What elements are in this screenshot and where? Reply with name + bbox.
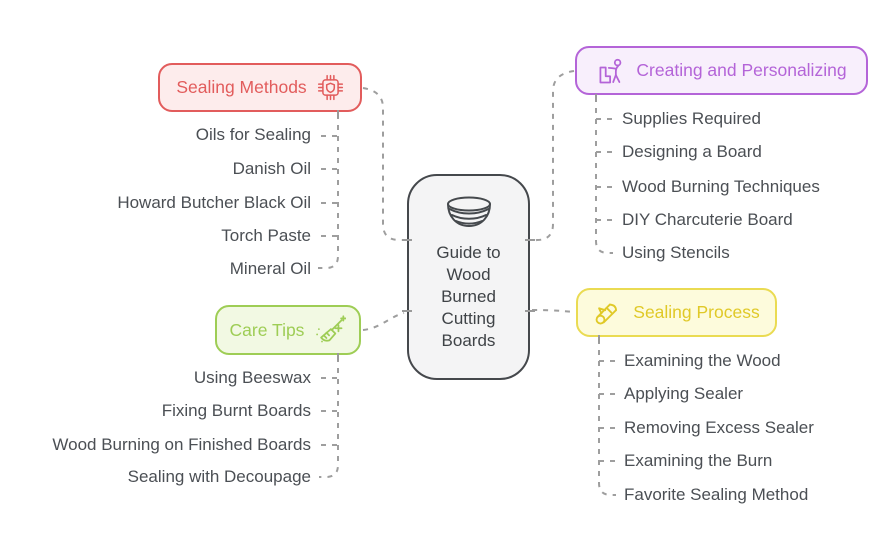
branch-node-sealing-process[interactable]: Sealing Process	[576, 288, 777, 337]
child-topic[interactable]: Oils for Sealing	[195, 125, 311, 144]
child-topic[interactable]: DIY Charcuterie Board	[622, 210, 793, 229]
branch-node-creating-and-personalizing[interactable]: Creating and Personalizing	[575, 46, 868, 95]
connector-sealing-methods-center	[362, 87, 404, 241]
child-topic[interactable]: Examining the Burn	[624, 451, 773, 470]
central-topic-node[interactable]: Guide to Wood Burned Cutting Boards	[407, 174, 530, 380]
child-topic[interactable]: Using Beeswax	[193, 368, 311, 387]
child-topic[interactable]: Favorite Sealing Method	[624, 485, 809, 504]
trunk-care-tips	[319, 357, 339, 478]
person-crafting-icon	[599, 58, 622, 83]
central-topic-title: Guide to Wood Burned Cutting Boards	[436, 243, 501, 350]
branch-node-care-tips[interactable]: Care Tips	[215, 305, 361, 355]
child-topic[interactable]: Danish Oil	[232, 159, 311, 178]
child-topic[interactable]: Examining the Wood	[624, 351, 781, 370]
branch-label: Sealing Methods	[176, 77, 307, 97]
child-topic[interactable]: Mineral Oil	[229, 259, 311, 278]
branch-label: Care Tips	[229, 319, 305, 340]
child-topic[interactable]: Howard Butcher Black Oil	[117, 193, 311, 212]
branch-label: Creating and Personalizing	[636, 60, 847, 80]
chip-shield-icon	[317, 74, 343, 101]
child-topic[interactable]: Supplies Required	[622, 109, 761, 128]
child-topic[interactable]: Torch Paste	[221, 226, 311, 245]
trunk-sealing-process	[598, 339, 616, 496]
child-topic[interactable]: Applying Sealer	[624, 384, 744, 403]
child-topic[interactable]: Fixing Burnt Boards	[161, 401, 311, 420]
trunk-sealing-methods	[318, 114, 339, 269]
diploma-icon	[595, 303, 618, 324]
child-topic[interactable]: Wood Burning Techniques	[622, 177, 820, 196]
connector-sealing-process-center	[531, 309, 576, 313]
broom-sparkles-icon	[316, 315, 347, 343]
connector-care-tips-center	[362, 312, 405, 331]
child-topic[interactable]: Sealing with Decoupage	[127, 467, 311, 486]
child-topic[interactable]: Removing Excess Sealer	[624, 418, 814, 437]
trunk-creating	[595, 97, 613, 254]
branch-label: Sealing Process	[633, 302, 760, 322]
child-topic[interactable]: Designing a Board	[622, 142, 762, 161]
child-topic[interactable]: Using Stencils	[622, 243, 730, 262]
branch-node-sealing-methods[interactable]: Sealing Methods	[158, 63, 362, 112]
connector-creating-center	[532, 70, 575, 242]
child-topic[interactable]: Wood Burning on Finished Boards	[52, 435, 311, 454]
bowl-icon	[446, 196, 491, 228]
